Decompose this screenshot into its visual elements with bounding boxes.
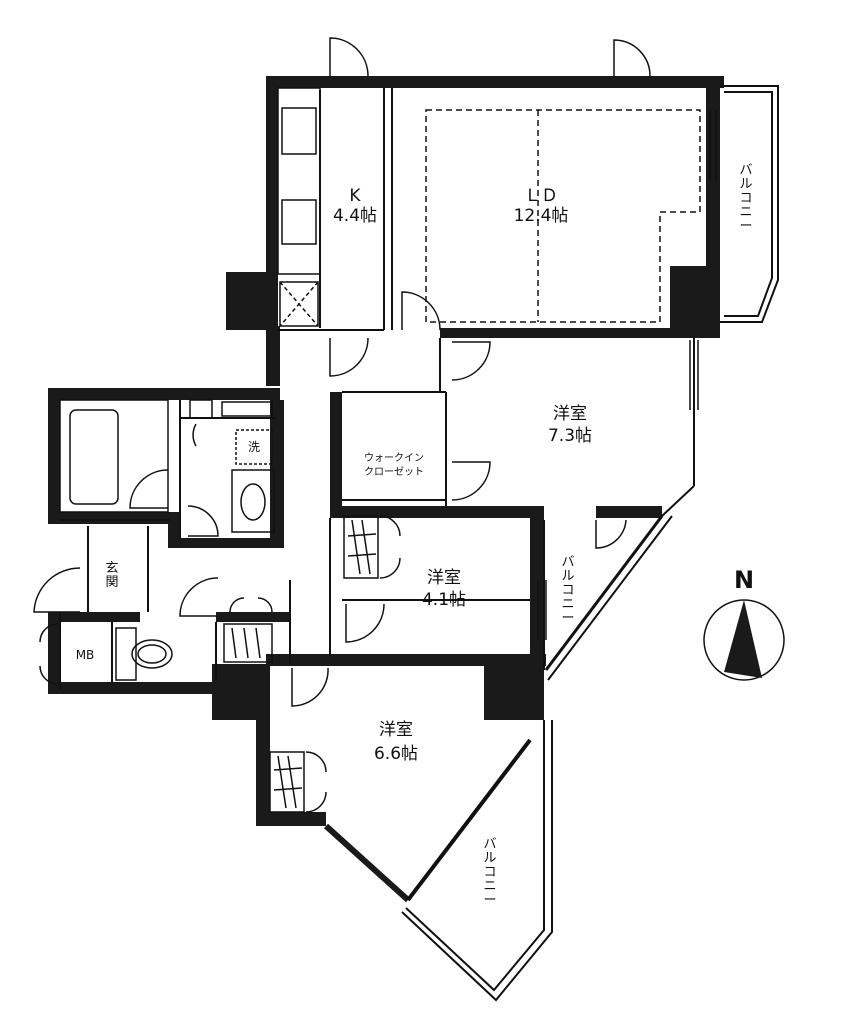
western-room-3-size: 6.6帖 xyxy=(373,744,419,764)
compass xyxy=(703,599,785,681)
south-balcony-label: バルコニー xyxy=(483,837,497,908)
closet-shelves xyxy=(223,515,379,813)
ld-name: ＬＤ xyxy=(524,186,558,206)
kitchen-counter xyxy=(277,87,321,327)
middle-balcony-label: バルコニー xyxy=(561,555,575,626)
ld-floor-dashed xyxy=(425,109,701,323)
windows xyxy=(537,110,717,640)
meter-box-label: MB xyxy=(75,648,95,662)
washroom-fixtures xyxy=(189,399,275,533)
door-swings xyxy=(33,37,651,813)
bathtub xyxy=(59,399,169,513)
western-room-2-size: 4.1帖 xyxy=(421,590,467,610)
ld-size: 12.4帖 xyxy=(513,206,569,226)
compass-north-label: N xyxy=(733,566,755,594)
entrance-label: 玄関 xyxy=(105,561,119,590)
walk-in-closet-line1: ウォークイン xyxy=(364,453,424,464)
western-room-2-name: 洋室 xyxy=(427,568,461,588)
kitchen-name: K xyxy=(349,186,361,206)
exterior-walls xyxy=(48,76,724,826)
laundry-label: 洗 xyxy=(247,440,260,454)
walk-in-closet-line2: クローゼット xyxy=(364,467,424,478)
east-balcony-label: バルコニー xyxy=(739,163,753,234)
western-room-1-size: 7.3帖 xyxy=(547,426,593,446)
east-balcony-rail xyxy=(720,85,779,323)
western-room-3-name: 洋室 xyxy=(379,720,413,740)
kitchen-size: 4.4帖 xyxy=(332,206,378,226)
toilet xyxy=(115,627,173,681)
western-room-1-name: 洋室 xyxy=(553,404,587,424)
diagonal-walls xyxy=(323,515,673,1002)
